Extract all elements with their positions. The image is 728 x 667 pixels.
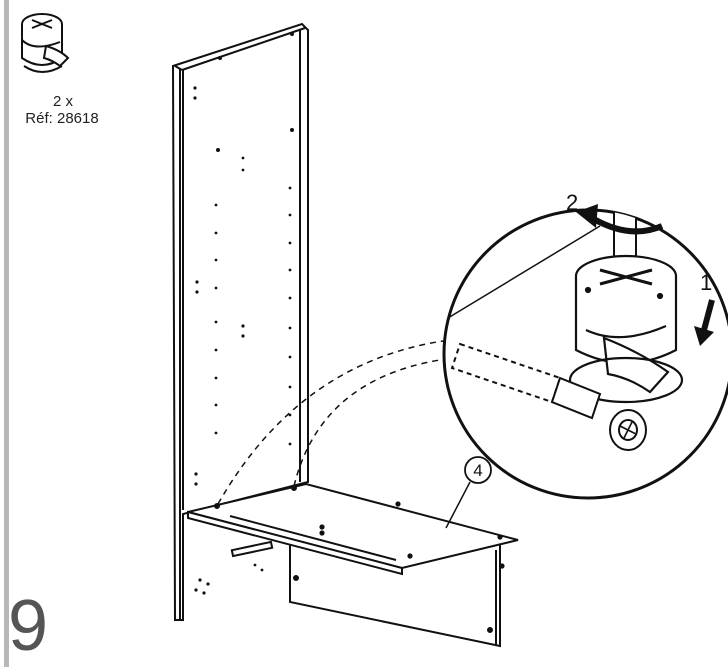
- cam-lock-detail: [568, 254, 684, 404]
- step-label-2: 2: [566, 190, 578, 215]
- guide-lines: [217, 339, 451, 505]
- down-arrow-icon: [694, 299, 715, 346]
- step-number: 9: [8, 586, 49, 666]
- cam-lock-icon: [13, 5, 75, 81]
- part-reference: Réf: 28618: [25, 110, 99, 127]
- detail-view: 2 1: [442, 190, 728, 500]
- panel-callout: 4: [445, 456, 492, 529]
- panel-holes: [193, 32, 294, 595]
- step-label-1: 1: [700, 270, 712, 295]
- dowel-detail: [450, 342, 647, 451]
- shelf-panel: [187, 482, 519, 576]
- part-quantity: 2 x: [52, 93, 73, 110]
- side-panel: [171, 22, 309, 621]
- callout-label-4: 4: [473, 461, 482, 480]
- sidebar-rule: [4, 0, 9, 667]
- rotate-arrow-icon: [576, 204, 664, 235]
